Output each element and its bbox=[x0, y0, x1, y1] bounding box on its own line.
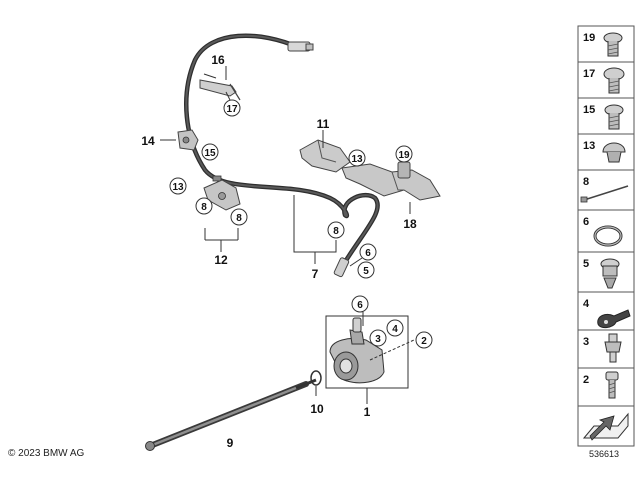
callout-12: 12 bbox=[214, 253, 228, 267]
plug-13-icon bbox=[602, 142, 626, 163]
svg-text:19: 19 bbox=[398, 150, 410, 161]
callout-circle-8a: 8 bbox=[195, 197, 213, 215]
bracket-12 bbox=[203, 179, 241, 211]
callout-16: 16 bbox=[211, 53, 225, 67]
callout-circle-5: 5 bbox=[357, 261, 375, 279]
callout-9: 9 bbox=[227, 436, 234, 450]
slave-cylinder bbox=[329, 317, 385, 384]
parts-column-label: 4 bbox=[583, 298, 590, 310]
svg-text:8: 8 bbox=[236, 213, 242, 224]
svg-text:3: 3 bbox=[375, 334, 381, 345]
parts-column-label: 19 bbox=[583, 32, 595, 44]
svg-text:6: 6 bbox=[365, 248, 371, 259]
clip-4-icon bbox=[597, 309, 631, 329]
callout-circle-13b: 13 bbox=[348, 149, 366, 167]
callout-circle-3: 3 bbox=[369, 329, 387, 347]
connector-3-icon bbox=[604, 333, 622, 363]
parts-column-label: 3 bbox=[583, 336, 589, 348]
bolt-19-icon bbox=[603, 32, 623, 57]
callout-circle-15: 15 bbox=[201, 143, 219, 161]
callout-circle-17: 17 bbox=[223, 99, 241, 117]
parts-column-label: 2 bbox=[583, 374, 589, 386]
callout-18: 18 bbox=[403, 217, 417, 231]
callout-14: 14 bbox=[141, 134, 155, 148]
direction-arrow-icon bbox=[582, 412, 629, 441]
callout-circle-19: 19 bbox=[395, 145, 413, 163]
parts-column-label: 8 bbox=[583, 176, 589, 188]
svg-text:2: 2 bbox=[421, 336, 427, 347]
bleed-screw-5-icon bbox=[600, 258, 620, 289]
bolt-17-icon bbox=[603, 67, 625, 94]
bracket-14 bbox=[177, 129, 199, 151]
svg-text:5: 5 bbox=[363, 266, 369, 277]
callout-1: 1 bbox=[364, 405, 371, 419]
callout-circle-4: 4 bbox=[386, 319, 404, 337]
callout-circle-6b: 6 bbox=[351, 295, 369, 313]
svg-text:13: 13 bbox=[351, 154, 363, 165]
ring-10 bbox=[310, 370, 322, 386]
push-rod bbox=[145, 378, 317, 451]
svg-text:8: 8 bbox=[333, 226, 339, 237]
callout-10: 10 bbox=[310, 402, 324, 416]
svg-text:6: 6 bbox=[357, 300, 363, 311]
callout-circle-8c: 8 bbox=[327, 221, 345, 239]
svg-text:8: 8 bbox=[201, 202, 207, 213]
parts-column-label: 5 bbox=[583, 258, 589, 270]
leader-lines bbox=[160, 66, 415, 404]
parts-column-label: 13 bbox=[583, 140, 595, 152]
svg-text:13: 13 bbox=[172, 182, 184, 193]
bolt-15-icon bbox=[604, 104, 624, 130]
svg-text:17: 17 bbox=[226, 104, 238, 115]
parts-column: 19 17 15 13 8 6 5 4 3 2 bbox=[577, 25, 635, 447]
callout-11: 11 bbox=[317, 117, 330, 131]
cable-tie-8-icon bbox=[580, 185, 629, 203]
drawing-number: 536613 bbox=[589, 449, 620, 459]
callout-circle-2: 2 bbox=[415, 331, 433, 349]
callout-7: 7 bbox=[312, 267, 319, 281]
bracket-16 bbox=[199, 79, 241, 101]
copyright-notice: © 2023 BMW AG bbox=[8, 448, 85, 459]
callout-circle-13a: 13 bbox=[169, 177, 187, 195]
seal-ring-6-icon bbox=[593, 225, 623, 247]
bracket-11 bbox=[299, 139, 351, 173]
screw-2-icon bbox=[605, 371, 619, 399]
parts-column-label: 17 bbox=[583, 68, 595, 80]
svg-text:4: 4 bbox=[392, 324, 398, 335]
parts-column-label: 15 bbox=[583, 104, 595, 116]
bracket-18 bbox=[341, 161, 441, 201]
svg-text:15: 15 bbox=[204, 148, 216, 159]
callouts: 1 7 9 10 11 12 14 16 18 2 3 4 5 6 bbox=[141, 53, 433, 450]
parts-column-label: 6 bbox=[583, 216, 589, 228]
callout-circle-8b: 8 bbox=[230, 208, 248, 226]
callout-circle-6a: 6 bbox=[359, 243, 377, 261]
hydraulic-hose bbox=[184, 33, 380, 278]
